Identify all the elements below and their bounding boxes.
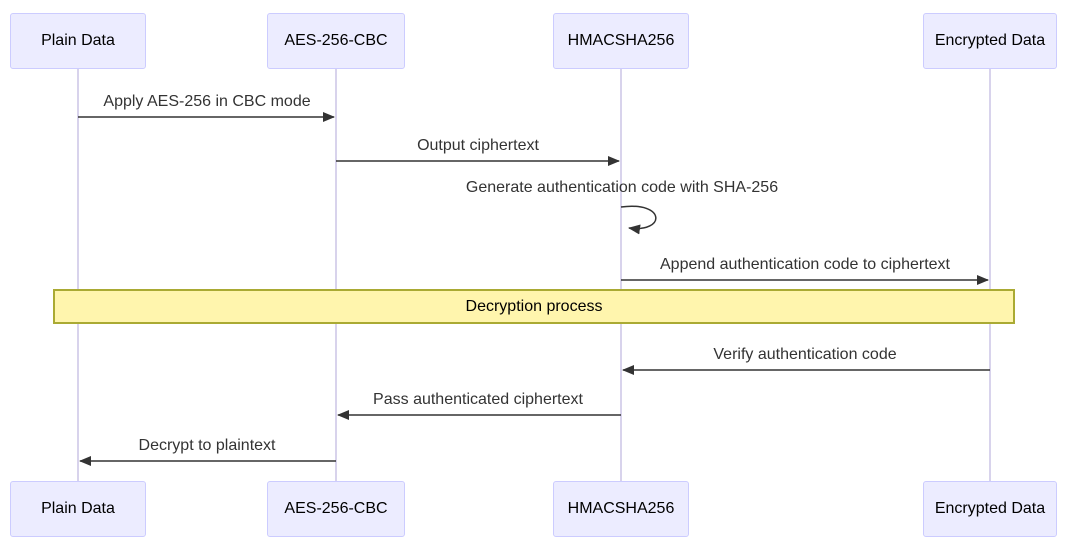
- actor-label: HMACSHA256: [567, 500, 675, 517]
- message-label-output-ciphertext: Output ciphertext: [417, 137, 539, 154]
- actor-label: Plain Data: [41, 500, 115, 517]
- actor-label: Plain Data: [41, 32, 115, 49]
- message-arrow-self-generate-auth-code: [620, 205, 657, 235]
- actor-box-encrypted-data-bottom: Encrypted Data: [923, 481, 1057, 537]
- message-label-pass-authenticated-ciphertext: Pass authenticated ciphertext: [373, 391, 583, 408]
- actor-box-plain-data-bottom: Plain Data: [10, 481, 146, 537]
- message-label-append-auth-code: Append authentication code to ciphertext: [660, 256, 950, 273]
- actor-label: HMACSHA256: [567, 32, 675, 49]
- actor-label: Encrypted Data: [934, 500, 1046, 517]
- actor-box-hmacsha256-bottom: HMACSHA256: [553, 481, 689, 537]
- actor-box-aes-256-cbc-bottom: AES-256-CBC: [267, 481, 405, 537]
- note-decryption-process: Decryption process: [53, 289, 1015, 324]
- actor-label: AES-256-CBC: [284, 32, 388, 49]
- actor-label: Encrypted Data: [934, 32, 1046, 49]
- message-label-generate-auth-code: Generate authentication code with SHA-25…: [465, 179, 779, 196]
- lifeline-plain-data: [77, 69, 79, 481]
- actor-box-encrypted-data-top: Encrypted Data: [923, 13, 1057, 69]
- actor-box-aes-256-cbc-top: AES-256-CBC: [267, 13, 405, 69]
- lifeline-encrypted-data: [989, 69, 991, 481]
- lifeline-aes-256-cbc: [335, 69, 337, 481]
- message-label-verify-auth-code: Verify authentication code: [713, 346, 897, 363]
- message-label-apply-aes: Apply AES-256 in CBC mode: [103, 93, 311, 110]
- lifeline-hmacsha256: [620, 69, 622, 481]
- actor-label: AES-256-CBC: [284, 500, 388, 517]
- actor-box-hmacsha256-top: HMACSHA256: [553, 13, 689, 69]
- actor-box-plain-data-top: Plain Data: [10, 13, 146, 69]
- message-label-decrypt-to-plaintext: Decrypt to plaintext: [138, 437, 276, 454]
- note-label: Decryption process: [465, 297, 603, 315]
